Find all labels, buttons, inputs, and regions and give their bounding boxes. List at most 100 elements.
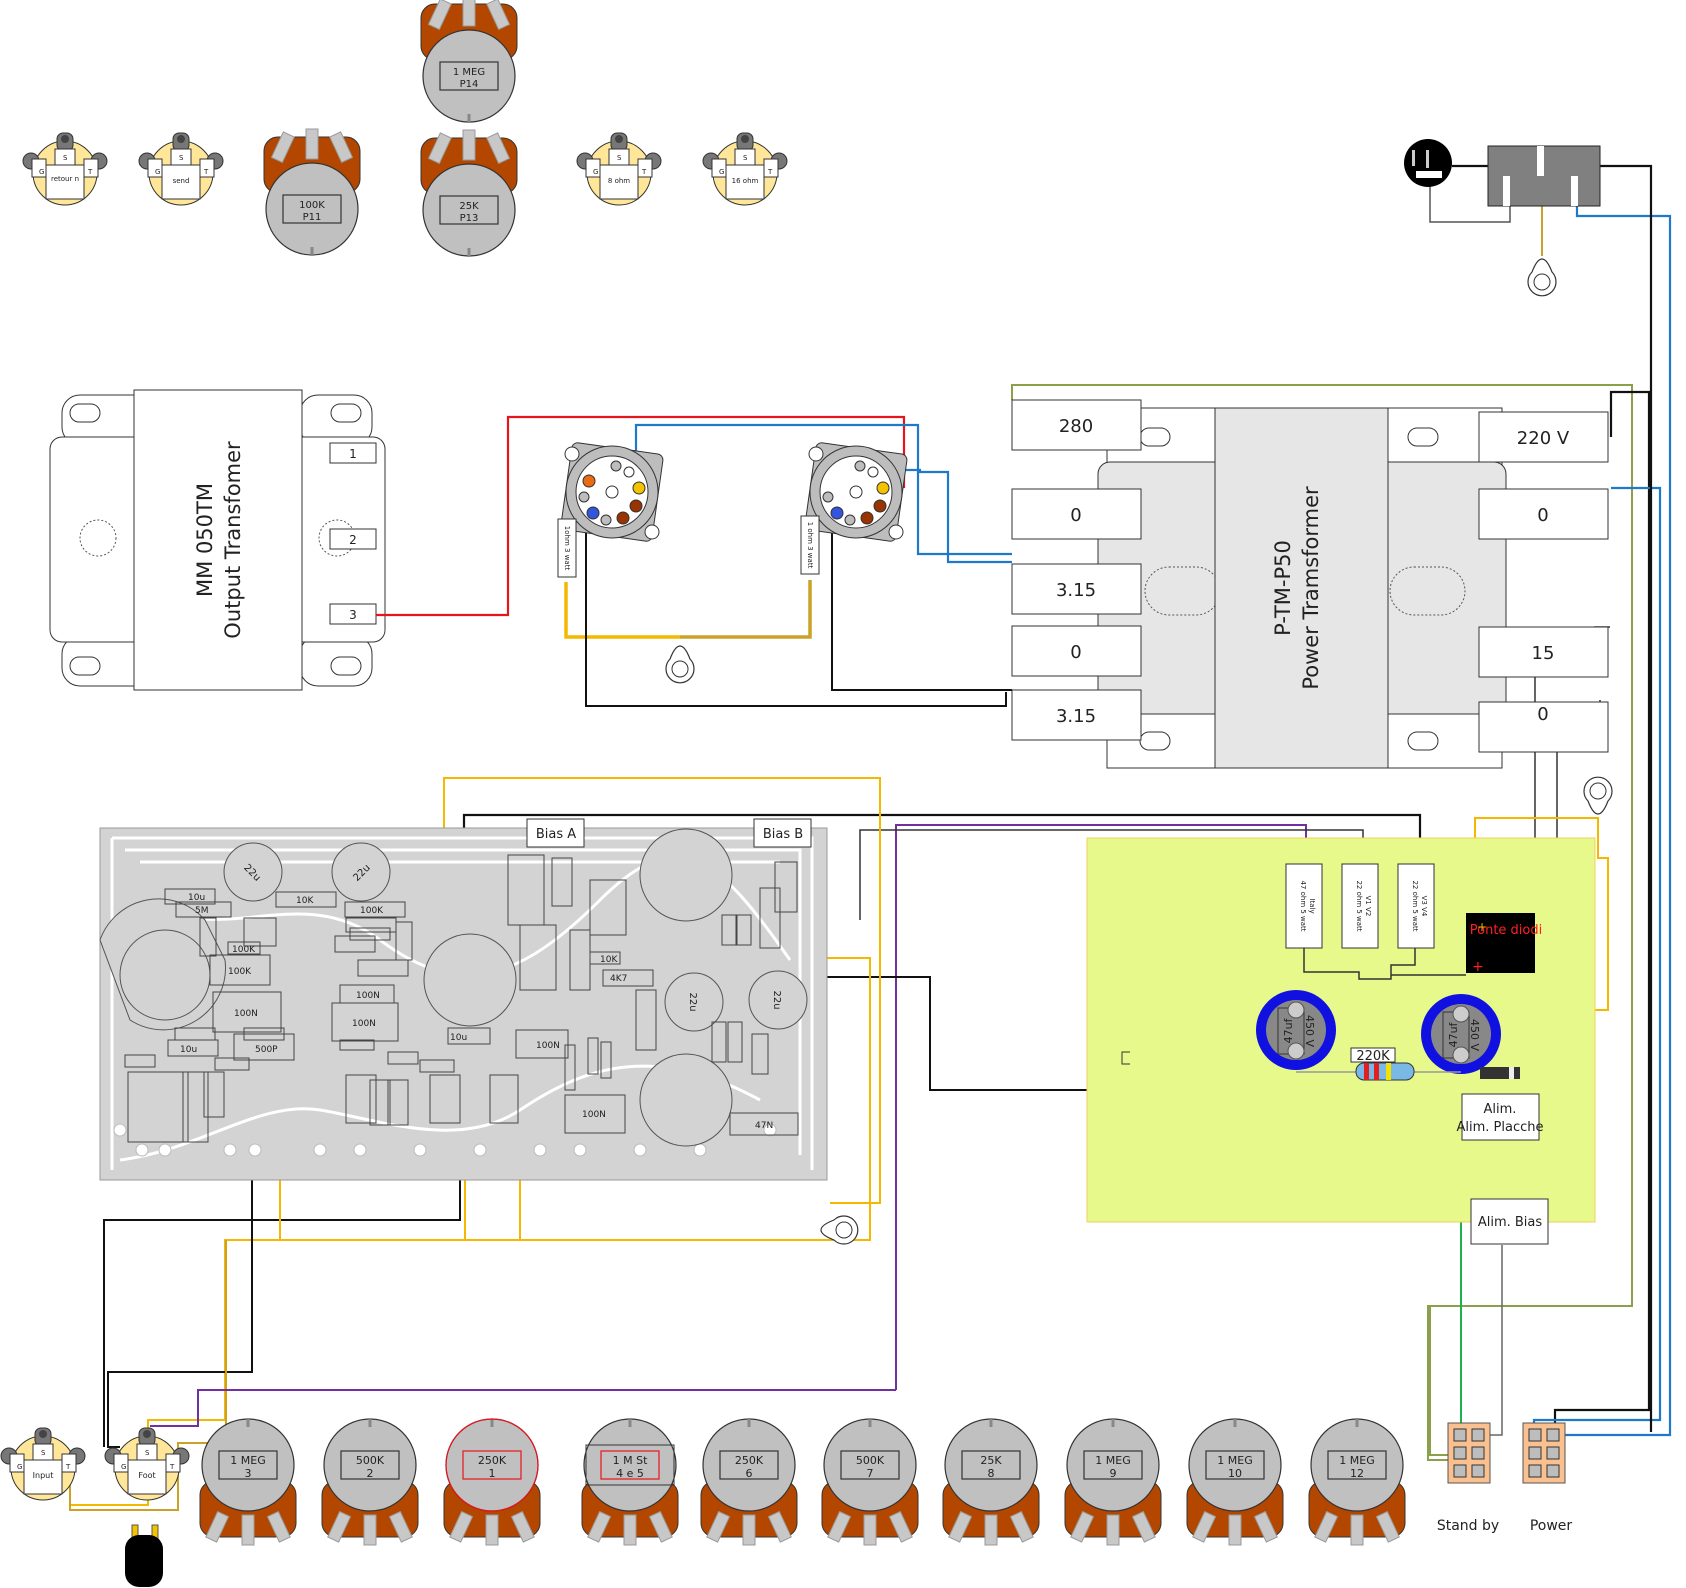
- ot-tap-3[interactable]: 3: [329, 603, 377, 625]
- resistor-47ohm[interactable]: 47 ohm 5 watt Italy: [1285, 863, 1323, 949]
- label-alim-placche: Alim. Alim. Placche: [1457, 1093, 1544, 1141]
- bias-a-label: Bias A: [526, 818, 585, 848]
- resistor-label: 47 ohm 5 watt: [1299, 880, 1307, 931]
- filter-capacitor-2[interactable]: 47uf 450 V: [1421, 994, 1501, 1074]
- pt-tap-3-15a[interactable]: 3.15: [1011, 563, 1142, 615]
- pot-label-box: [600, 1450, 660, 1480]
- pot-value: 25K: [980, 1454, 1002, 1467]
- pot-4-e-5[interactable]: 1 M St4 e 5: [581, 1418, 679, 1546]
- label-alim-placche-text: Alim. Placche: [1457, 1120, 1544, 1135]
- jack-input[interactable]: G S T Input: [0, 1427, 86, 1501]
- pot-value: 250K: [735, 1454, 764, 1467]
- label-alim-placche-line1: Alim.: [1484, 1102, 1517, 1117]
- resistor-note: V1 V2: [1364, 896, 1372, 917]
- ot-tap-1[interactable]: 1: [329, 442, 377, 464]
- pot-p13[interactable]: 25K P13: [420, 129, 518, 257]
- cap-voltage: 450 V: [1303, 1015, 1316, 1047]
- pcb-label: 100K: [360, 906, 384, 916]
- resistor-22ohm-v3v4[interactable]: 22 ohm 5 watt V3 V4: [1397, 863, 1435, 949]
- pt-tap-0-aux[interactable]: 0: [1478, 701, 1609, 753]
- pot-body: [1308, 1418, 1406, 1546]
- pin-label: S: [41, 1449, 46, 1457]
- pt-tap-220v[interactable]: 220 V: [1478, 411, 1609, 463]
- pcb-label: 10u: [450, 1033, 467, 1043]
- pt-tap-3-15b[interactable]: 3.15: [1011, 689, 1142, 741]
- diode[interactable]: [1480, 1067, 1520, 1079]
- pot-value: 250K: [478, 1454, 507, 1467]
- pcb-board[interactable]: 22u 22u 22u 22u: [99, 818, 828, 1181]
- jack-8ohm[interactable]: G S T 8 ohm: [576, 132, 662, 206]
- tube-socket-left[interactable]: [560, 442, 664, 542]
- wire-red: [376, 415, 906, 617]
- pot-label-box: [1083, 1450, 1143, 1480]
- pot-p11[interactable]: 100K P11: [263, 128, 361, 256]
- pot-body: [700, 1418, 798, 1546]
- fuse-holder[interactable]: [1404, 139, 1452, 187]
- wire-blue-heater-2: [878, 468, 1012, 564]
- pot-body: [199, 1418, 297, 1546]
- resistor-note: V3 V4: [1420, 896, 1428, 917]
- pt-tap-0-primary[interactable]: 0: [1478, 488, 1609, 540]
- resistor-label: 1ohm 3 watt: [563, 526, 571, 571]
- bleeder-resistor-220k[interactable]: 220K: [1350, 1047, 1415, 1081]
- pot-name: P11: [303, 212, 322, 223]
- tube-socket-right[interactable]: [804, 442, 908, 542]
- tap-label: 0: [1070, 642, 1081, 663]
- pt-tap-15[interactable]: 15: [1478, 626, 1609, 678]
- output-transformer[interactable]: MM 050TM Output Transfomer 1 2 3: [49, 389, 386, 691]
- switch-standby[interactable]: Stand by: [1437, 1422, 1499, 1534]
- pot-label-box: [462, 1450, 522, 1480]
- pt-tap-280[interactable]: 280: [1011, 399, 1142, 451]
- pin-label: G: [155, 168, 160, 176]
- pt-tap-0b[interactable]: 0: [1011, 625, 1142, 677]
- pin-label: S: [63, 154, 68, 162]
- pot-value: 1 MEG: [1095, 1454, 1130, 1467]
- wire-resistor-common: [1303, 948, 1416, 980]
- jack-send[interactable]: G S T send: [138, 132, 224, 206]
- diode-bridge[interactable]: Ponte diodi + +: [1466, 913, 1542, 975]
- filter-capacitor-1[interactable]: 47uf 450 V: [1256, 990, 1336, 1070]
- pot-p14[interactable]: 1 MEG P14: [420, 0, 518, 123]
- jack-16ohm[interactable]: G S T 16 ohm: [702, 132, 788, 206]
- pot-name: 3: [245, 1467, 252, 1480]
- tap-label: 15: [1532, 643, 1555, 664]
- pt-tap-0a[interactable]: 0: [1011, 488, 1142, 540]
- pcb-label: 10K: [600, 955, 618, 965]
- ground-lug-pt[interactable]: [1583, 776, 1613, 815]
- ot-tap-2[interactable]: 2: [329, 528, 377, 550]
- pot-value: 1 M St: [613, 1454, 648, 1467]
- minus-terminal-icon: +: [1472, 959, 1484, 975]
- pot-label-box: [340, 1450, 400, 1480]
- jack-foot[interactable]: G S T Foot: [104, 1427, 190, 1501]
- pot-name: 8: [988, 1467, 995, 1480]
- pot-value: 1 MEG: [230, 1454, 265, 1467]
- switch-power[interactable]: Power: [1522, 1422, 1573, 1534]
- transformer-title: Power Tramsformer: [1299, 486, 1323, 690]
- jack-retour[interactable]: G S T retour n: [22, 132, 108, 206]
- iec-inlet[interactable]: [1487, 145, 1601, 207]
- switch-label: Power: [1530, 1518, 1573, 1534]
- resistor-22ohm-v1v2[interactable]: 22 ohm 5 watt V1 V2: [1341, 863, 1379, 949]
- resistor-1ohm-right[interactable]: 1 ohm 3 watt: [800, 515, 820, 575]
- ground-lug-sockets[interactable]: [665, 645, 695, 684]
- jack-label: 16 ohm: [732, 177, 759, 185]
- resistor-1ohm-left[interactable]: 1ohm 3 watt: [557, 518, 577, 578]
- pot-label-box: [218, 1450, 278, 1480]
- wire-yellow-cathode: [564, 582, 680, 639]
- footswitch-connector[interactable]: [125, 1524, 163, 1587]
- power-transformer[interactable]: P-TM-P50 Power Tramsformer 280 0 3.15 0 …: [1011, 399, 1609, 769]
- resistor-note: Italy: [1308, 898, 1316, 913]
- pot-name: 4 e 5: [616, 1467, 644, 1480]
- power-supply-board[interactable]: 47 ohm 5 watt Italy 22 ohm 5 watt V1 V2 …: [1086, 837, 1596, 1223]
- cap-value: 47uf: [1447, 1021, 1460, 1047]
- ground-lug-iec[interactable]: [1527, 258, 1557, 297]
